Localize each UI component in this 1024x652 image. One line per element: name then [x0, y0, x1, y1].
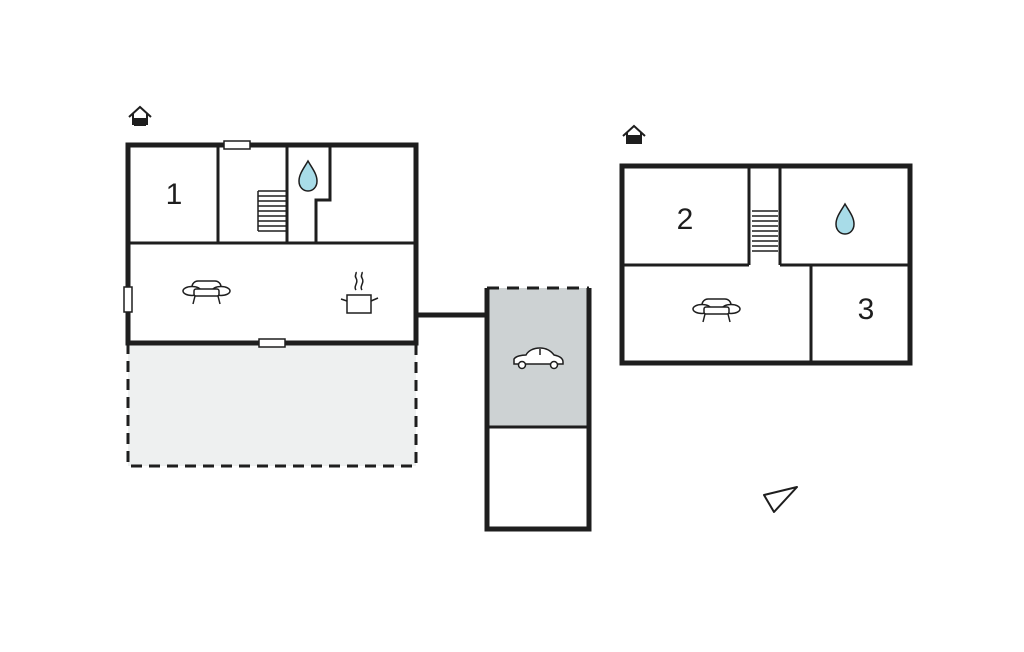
stairs-icon	[752, 210, 778, 252]
kitchen-icon	[340, 271, 379, 314]
stairs-icon	[257, 190, 286, 232]
window	[258, 338, 286, 348]
garage	[484, 286, 592, 532]
garage-car-icon	[513, 347, 564, 370]
garage-outline	[484, 288, 592, 532]
room-label: 3	[858, 293, 875, 326]
window	[123, 286, 133, 313]
window	[223, 140, 251, 150]
floor-level-icon	[128, 105, 152, 126]
living-room-icon	[182, 280, 231, 305]
terrace-area	[126, 342, 418, 468]
room-label: 2	[677, 203, 694, 236]
ground-floor: 1	[123, 105, 419, 468]
bathroom-icon	[298, 159, 318, 192]
living-room-icon	[692, 298, 741, 323]
north-arrow-icon	[763, 486, 798, 513]
upper-floor: 2 3	[619, 124, 913, 366]
floor-level-icon	[622, 124, 646, 144]
interior-wall	[314, 145, 332, 243]
bathroom-icon	[835, 202, 855, 235]
room-label: 1	[166, 178, 183, 211]
